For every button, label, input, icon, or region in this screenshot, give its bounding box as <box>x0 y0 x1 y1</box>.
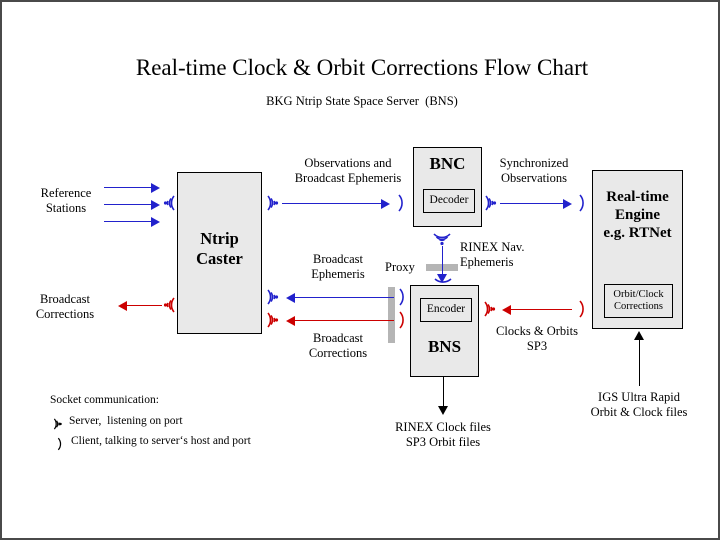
antenna-server-icon-caster-out <box>160 294 178 316</box>
client-arc-icon-legend <box>55 436 66 452</box>
node-bns-label: BNS <box>427 337 462 356</box>
node-realtime-engine[interactable]: Real-time Engine e.g. RTNet Orbit/Clock … <box>592 170 683 329</box>
client-arc-icon-bns-bccorr <box>397 309 409 331</box>
node-ntrip-caster[interactable]: Ntrip Caster <box>177 172 262 334</box>
label-rinex-nav-ephemeris: RINEX Nav. Ephemeris <box>460 240 525 270</box>
antenna-server-icon-caster-in <box>160 192 178 214</box>
antenna-server-icon-bnc-out <box>482 192 500 214</box>
label-rinex-clock-sp3-files: RINEX Clock files SP3 Orbit files <box>395 420 491 450</box>
node-ntrip-caster-label: Ntrip Caster <box>196 229 243 268</box>
label-broadcast-corrections-left: Broadcast Corrections <box>35 292 95 322</box>
arrow-observations-to-bnc <box>282 203 382 204</box>
arrow-refstation-1-head <box>151 183 160 193</box>
arrow-rinex-nav-to-bns-head <box>437 274 447 283</box>
arrow-observations-to-bnc-head <box>381 199 390 209</box>
antenna-server-icon-bns-sp3 <box>481 298 499 320</box>
proxy-bar[interactable] <box>388 287 395 343</box>
node-bnc[interactable]: BNC Decoder <box>413 147 482 227</box>
arrow-bns-to-files-head <box>438 406 448 415</box>
proxy-label: Proxy <box>385 260 415 274</box>
label-reference-stations: Reference Stations <box>40 186 92 216</box>
node-realtime-engine-label: Real-time Engine e.g. RTNet <box>603 189 672 241</box>
arrow-refstation-3 <box>104 221 152 222</box>
node-orbit-clock-corrections[interactable]: Orbit/Clock Corrections <box>604 284 673 318</box>
label-broadcast-ephemeris: Broadcast Ephemeris <box>311 252 365 282</box>
arrow-sync-obs-to-engine <box>500 203 564 204</box>
client-arc-icon-bns-rinex-in <box>432 277 454 287</box>
legend-server-label: Server, listening on port <box>69 415 183 427</box>
arrow-broadcast-corrections-mid <box>294 320 394 321</box>
node-bns-encoder[interactable]: Encoder <box>420 298 472 322</box>
arrow-broadcast-corrections-left <box>127 305 162 306</box>
legend-client-label: Client, talking to server‘s host and por… <box>71 435 251 447</box>
arrow-refstation-1 <box>104 187 152 188</box>
page-subtitle: BKG Ntrip State Space Server (BNS) <box>266 94 458 108</box>
arrow-broadcast-ephemeris-head <box>286 293 295 303</box>
arrow-clocks-orbits-sp3 <box>510 309 572 310</box>
node-bnc-decoder[interactable]: Decoder <box>423 189 475 213</box>
client-arc-icon-bns-bcep <box>397 286 409 308</box>
label-igs-ultra-rapid: IGS Ultra Rapid Orbit & Clock files <box>590 390 688 420</box>
arrow-refstation-2 <box>104 204 152 205</box>
arrow-broadcast-corrections-mid-head <box>286 316 295 326</box>
arrow-clocks-orbits-sp3-head <box>502 305 511 315</box>
label-clocks-orbits-sp3: Clocks & Orbits SP3 <box>496 324 578 354</box>
antenna-server-icon-caster-obs <box>264 192 282 214</box>
legend-title: Socket communication: <box>50 394 159 406</box>
antenna-server-icon-caster-bccorr <box>264 309 282 331</box>
antenna-server-icon-caster-bcep <box>264 286 282 308</box>
arrow-igs-to-engine <box>639 340 640 386</box>
arrow-broadcast-ephemeris <box>294 297 394 298</box>
label-broadcast-corrections-mid: Broadcast Corrections <box>308 331 368 361</box>
arrow-sync-obs-to-engine-head <box>563 199 572 209</box>
arrow-refstation-3-head <box>151 217 160 227</box>
arrow-broadcast-corrections-left-head <box>118 301 127 311</box>
client-arc-icon-engine-in <box>577 192 589 214</box>
arrow-igs-to-engine-head <box>634 331 644 340</box>
client-arc-icon-engine-sp3 <box>577 298 589 320</box>
antenna-server-icon-legend <box>50 416 66 432</box>
label-synchronized-observations: Synchronized Observations <box>499 156 569 186</box>
node-bns[interactable]: Encoder BNS <box>410 285 479 377</box>
arrow-refstation-2-head <box>151 200 160 210</box>
page-title: Real-time Clock & Orbit Corrections Flow… <box>135 55 589 80</box>
node-bnc-label: BNC <box>429 154 466 173</box>
label-observations-ephemeris: Observations and Broadcast Ephemeris <box>294 156 402 186</box>
arrow-rinex-nav-to-bns <box>442 246 443 276</box>
client-arc-icon-bnc-in <box>396 192 408 214</box>
antenna-server-icon-rinex-out <box>431 230 453 248</box>
arrow-bns-to-files <box>443 377 444 409</box>
